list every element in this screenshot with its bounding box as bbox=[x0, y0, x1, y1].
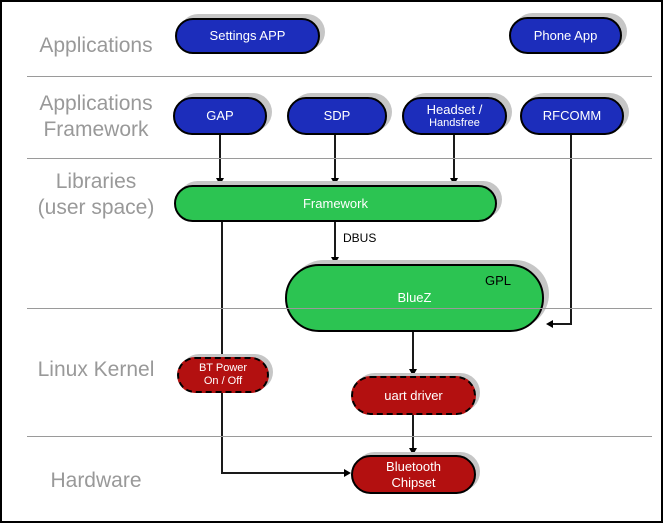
edge-bluez-to-uart bbox=[412, 332, 414, 370]
edge-sdp-to-framework bbox=[334, 135, 336, 179]
layer-label-libraries: Libraries (user space) bbox=[10, 169, 182, 221]
node-settings-app: Settings APP bbox=[175, 18, 320, 54]
edge-uart-to-chipset bbox=[412, 415, 414, 449]
node-uart-driver: uart driver bbox=[351, 376, 476, 415]
divider-kernel-hardware bbox=[27, 436, 652, 437]
edge-rfcomm-vertical bbox=[570, 135, 572, 325]
node-label: Settings APP bbox=[209, 28, 286, 44]
node-label: RFCOMM bbox=[542, 108, 602, 124]
node-label: BlueZ bbox=[397, 290, 432, 306]
node-phone-app: Phone App bbox=[509, 17, 622, 54]
arrowhead-sdp-framework bbox=[331, 178, 339, 185]
node-label: Framework bbox=[302, 195, 368, 211]
arrowhead-rfcomm-bluez bbox=[546, 320, 553, 328]
node-bluez: BlueZ bbox=[285, 264, 544, 332]
arrowhead-gap-framework bbox=[216, 178, 224, 185]
layer-label-hardware: Hardware bbox=[10, 468, 182, 494]
node-framework: Framework bbox=[174, 185, 497, 222]
node-label-sub: Chipset bbox=[391, 474, 436, 490]
node-sdp: SDP bbox=[287, 97, 387, 135]
node-label: Bluetooth bbox=[386, 458, 441, 474]
node-label-sub: On / Off bbox=[203, 375, 243, 387]
edge-framework-to-chipset-horizontal bbox=[221, 472, 345, 474]
layer-label-line: Hardware bbox=[50, 469, 142, 492]
node-headset-handsfree: Headset / Handsfree bbox=[402, 97, 507, 135]
layer-label-line: Applications bbox=[39, 34, 153, 57]
node-rfcomm: RFCOMM bbox=[520, 97, 624, 135]
edge-headset-to-framework bbox=[453, 135, 455, 179]
node-label: uart driver bbox=[384, 387, 443, 403]
node-gap: GAP bbox=[173, 97, 267, 135]
layer-label-line: Linux Kernel bbox=[37, 358, 155, 381]
divider-libraries-kernel bbox=[27, 308, 652, 309]
layer-label-line: (user space) bbox=[37, 196, 155, 220]
arrowhead-bluez-uart bbox=[409, 369, 417, 376]
node-label: SDP bbox=[323, 108, 351, 124]
arrowhead-into-chipset-left bbox=[344, 469, 351, 477]
node-label: BT Power bbox=[198, 361, 248, 374]
node-label: Headset / bbox=[426, 101, 483, 117]
node-label-sub: Handsfree bbox=[429, 117, 480, 130]
node-bt-power: BT Power On / Off bbox=[177, 357, 269, 393]
dbus-edge-label: DBUS bbox=[343, 231, 377, 245]
arrowhead-headset-framework bbox=[450, 178, 458, 185]
gpl-badge: GPL bbox=[485, 273, 512, 288]
edge-gap-to-framework bbox=[219, 135, 221, 179]
divider-framework-libraries bbox=[27, 158, 652, 159]
node-label: Phone App bbox=[533, 27, 598, 43]
node-bluetooth-chipset: Bluetooth Chipset bbox=[351, 455, 476, 494]
layer-label-line: Libraries bbox=[55, 170, 137, 193]
layer-label-line: Framework bbox=[43, 118, 149, 142]
node-label: GAP bbox=[206, 108, 234, 124]
layer-label-applications: Applications bbox=[10, 33, 182, 59]
divider-applications-framework bbox=[27, 76, 652, 77]
layer-label-line: Applications bbox=[39, 92, 153, 115]
edge-framework-to-chipset-vertical bbox=[221, 222, 223, 473]
edge-framework-to-bluez-dbus bbox=[334, 222, 336, 258]
layer-label-applications-framework: Applications Framework bbox=[10, 91, 182, 143]
arrowhead-dbus-bluez bbox=[331, 257, 339, 264]
layer-label-linux-kernel: Linux Kernel bbox=[10, 357, 182, 383]
edge-rfcomm-horizontal bbox=[553, 323, 572, 325]
arrowhead-uart-chipset bbox=[409, 448, 417, 455]
